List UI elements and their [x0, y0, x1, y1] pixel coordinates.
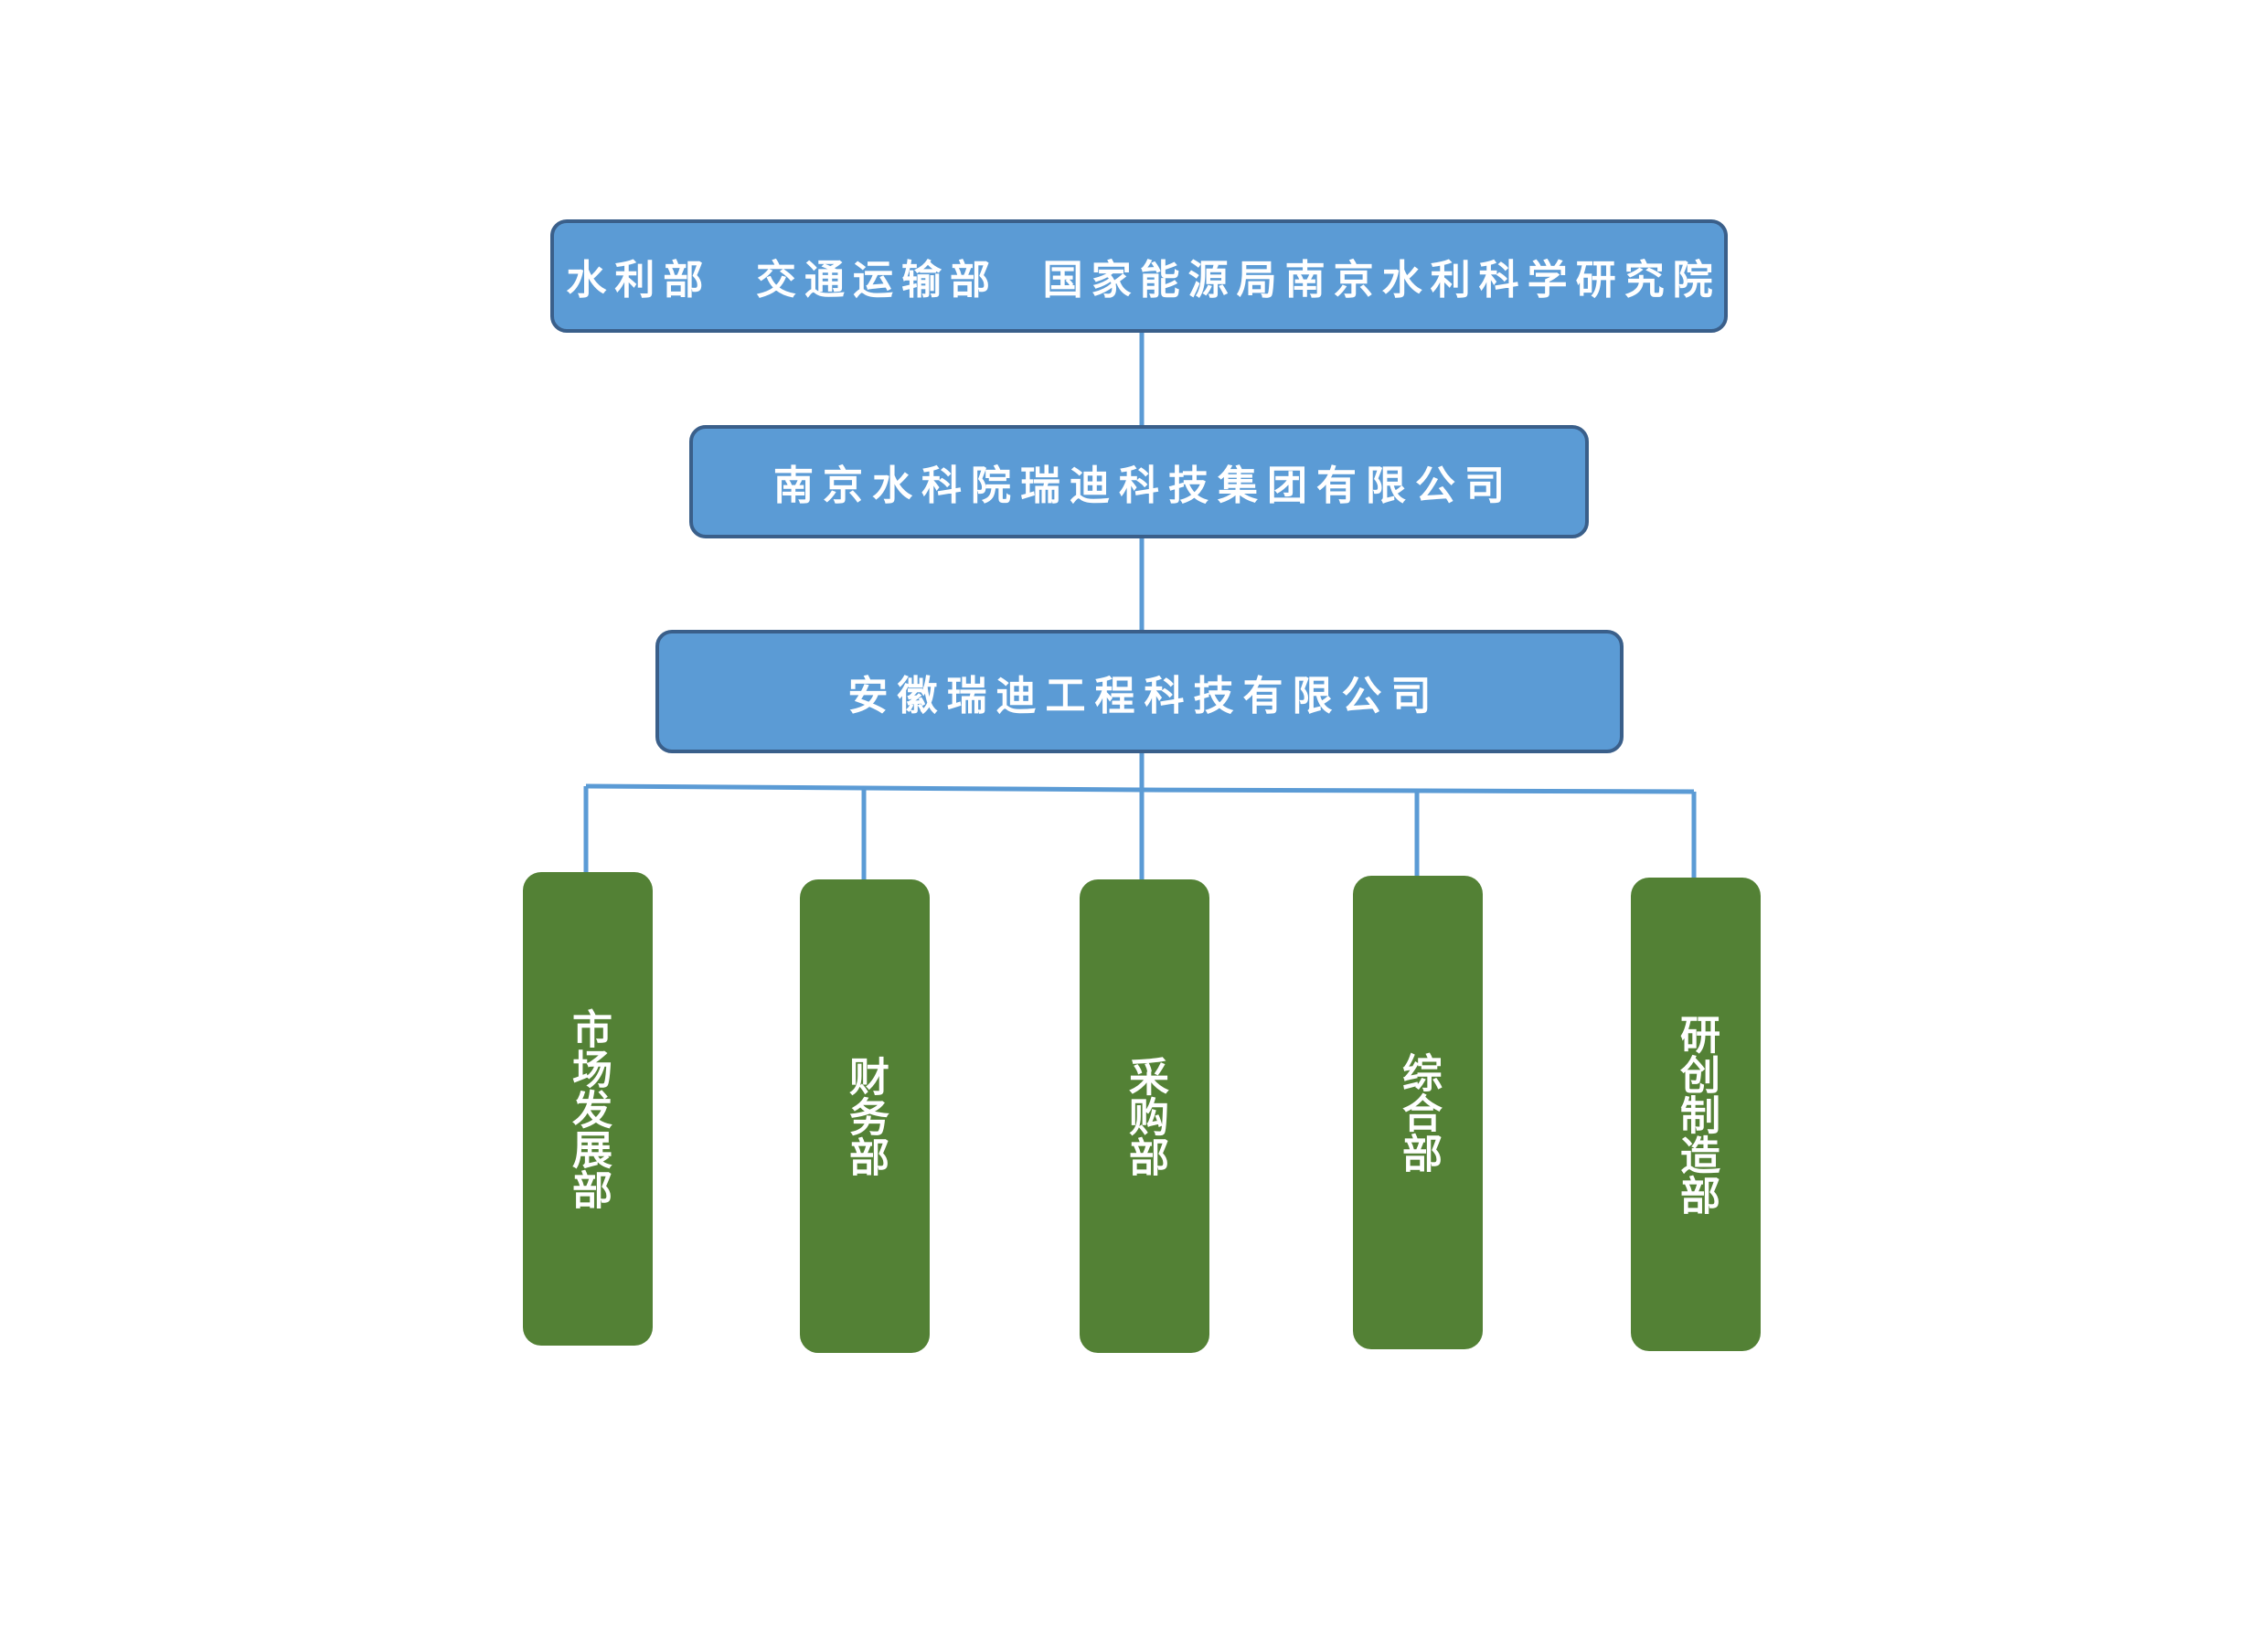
dept-label: 综合部 [1395, 1052, 1442, 1173]
org-node-group-label: 南京水科院瑞迪科技集团有限公司 [773, 463, 1514, 509]
dept-node-procurement: 采购部 [1080, 879, 1209, 1353]
dept-label: 采购部 [1122, 1056, 1168, 1176]
org-node-company-label: 安徽瑞迪工程科技有限公司 [847, 672, 1441, 719]
org-node-top-label: 水利部 交通运输部 国家能源局南京水利科学研究院 [566, 257, 1721, 303]
dept-node-rd-manufacturing: 研创制造部 [1631, 878, 1761, 1351]
org-node-group: 南京水科院瑞迪科技集团有限公司 [689, 425, 1589, 538]
org-node-company: 安徽瑞迪工程科技有限公司 [655, 630, 1624, 753]
org-node-top: 水利部 交通运输部 国家能源局南京水利科学研究院 [550, 219, 1728, 333]
dept-node-general-affairs: 综合部 [1353, 876, 1483, 1349]
dept-label: 研创制造部 [1673, 1014, 1720, 1215]
dept-node-finance: 财务部 [800, 879, 930, 1353]
dept-label: 市场发展部 [565, 1008, 612, 1209]
dept-node-market-development: 市场发展部 [523, 872, 653, 1346]
dept-label: 财务部 [842, 1056, 889, 1176]
